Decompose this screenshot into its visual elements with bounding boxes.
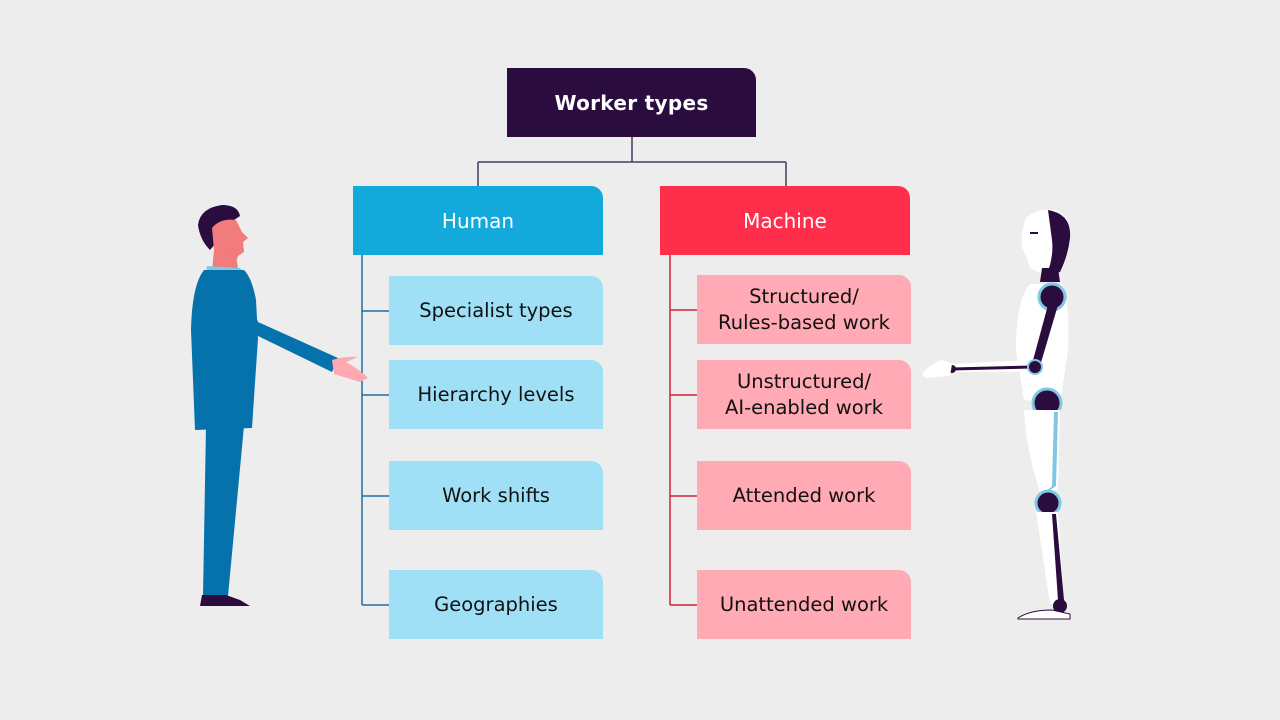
- item-label: Work shifts: [442, 483, 550, 507]
- machine-item-unstructured-work: Unstructured/ AI-enabled work: [697, 360, 911, 429]
- robot-icon: [922, 209, 1071, 620]
- branch-label-machine: Machine: [743, 208, 827, 233]
- item-label: Unstructured/ AI-enabled work: [725, 369, 883, 419]
- item-label: Structured/ Rules-based work: [718, 284, 890, 334]
- human-item-geographies: Geographies: [389, 570, 603, 639]
- item-label: Attended work: [732, 483, 876, 507]
- machine-item-structured-work: Structured/ Rules-based work: [697, 275, 911, 344]
- human-item-work-shifts: Work shifts: [389, 461, 603, 530]
- human-branch-connector: [361, 255, 389, 606]
- branch-node-machine: Machine: [660, 186, 910, 255]
- item-label: Specialist types: [419, 298, 573, 322]
- root-node-worker-types: Worker types: [507, 68, 756, 137]
- machine-item-attended-work: Attended work: [697, 461, 911, 530]
- item-label: Geographies: [434, 592, 558, 616]
- businessman-icon: [191, 205, 368, 606]
- branch-label-human: Human: [441, 208, 515, 233]
- branch-node-human: Human: [353, 186, 603, 255]
- root-label: Worker types: [554, 90, 709, 115]
- item-label: Hierarchy levels: [417, 382, 575, 406]
- human-item-specialist-types: Specialist types: [389, 276, 603, 345]
- machine-item-unattended-work: Unattended work: [697, 570, 911, 639]
- root-connector: [477, 137, 787, 186]
- human-item-hierarchy-levels: Hierarchy levels: [389, 360, 603, 429]
- item-label: Unattended work: [719, 592, 889, 616]
- machine-branch-connector: [669, 254, 697, 606]
